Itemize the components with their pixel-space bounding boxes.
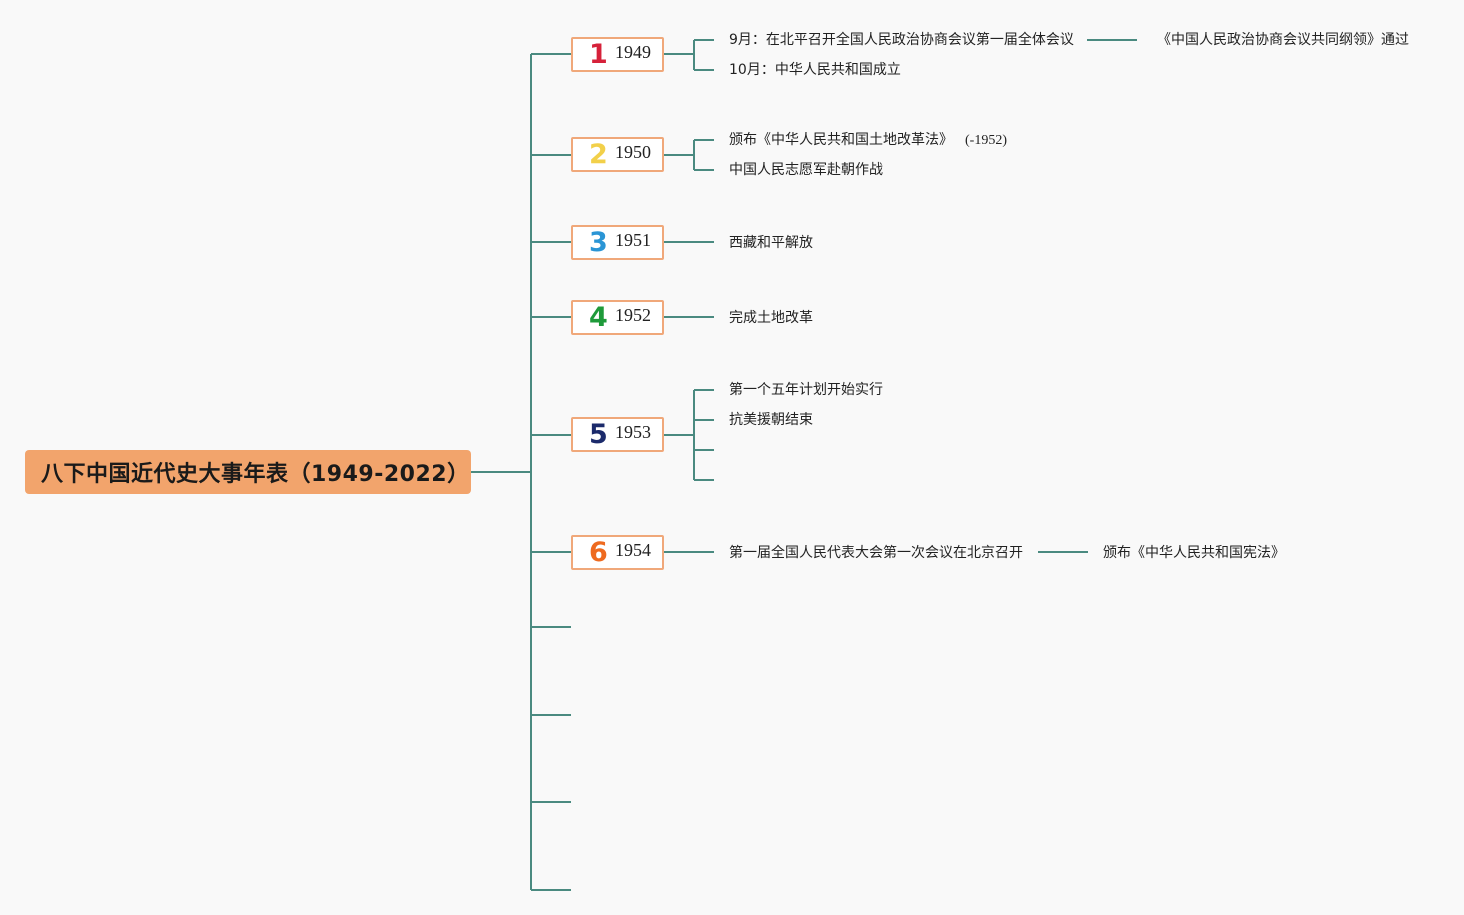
year-node-1949[interactable]: 1 1949 bbox=[571, 37, 664, 72]
year-label: 1951 bbox=[615, 230, 651, 250]
event-text: 颁布《中华人民共和国土地改革法》 bbox=[729, 132, 953, 148]
year-node-1953[interactable]: 5 1953 bbox=[571, 417, 664, 452]
year-node-1952[interactable]: 4 1952 bbox=[571, 300, 664, 335]
event-1949-common-program[interactable]: 《中国人民政治协商会议共同纲领》通过 bbox=[1157, 32, 1409, 48]
number-4-badge: 4 bbox=[589, 302, 608, 333]
year-label: 1954 bbox=[615, 540, 651, 560]
number-2-badge: 2 bbox=[589, 139, 608, 170]
event-note: (-1952) bbox=[965, 133, 1007, 148]
number-3-badge: 3 bbox=[589, 227, 608, 258]
root-title[interactable]: 八下中国近代史大事年表（1949-2022） bbox=[25, 450, 471, 494]
year-node-1950[interactable]: 2 1950 bbox=[571, 137, 664, 172]
event-1953-five-year-plan[interactable]: 第一个五年计划开始实行 bbox=[729, 382, 883, 398]
year-node-1951[interactable]: 3 1951 bbox=[571, 225, 664, 260]
event-1954-constitution[interactable]: 颁布《中华人民共和国宪法》 bbox=[1103, 545, 1285, 561]
event-1951-tibet[interactable]: 西藏和平解放 bbox=[729, 235, 813, 251]
event-1949-cppcc[interactable]: 9月：在北平召开全国人民政治协商会议第一届全体会议 bbox=[729, 32, 1074, 48]
number-5-badge: 5 bbox=[589, 419, 608, 450]
number-1-badge: 1 bbox=[589, 39, 608, 70]
year-label: 1953 bbox=[615, 422, 651, 442]
event-1954-npc[interactable]: 第一届全国人民代表大会第一次会议在北京召开 bbox=[729, 545, 1023, 561]
event-1953-korean-war-end[interactable]: 抗美援朝结束 bbox=[729, 412, 813, 428]
event-1950-land-reform-law[interactable]: 颁布《中华人民共和国土地改革法》 (-1952) bbox=[729, 132, 1007, 149]
year-node-1954[interactable]: 6 1954 bbox=[571, 535, 664, 570]
event-1949-prc-founded[interactable]: 10月：中华人民共和国成立 bbox=[729, 62, 901, 78]
number-6-badge: 6 bbox=[589, 537, 608, 568]
event-1952-land-reform-complete[interactable]: 完成土地改革 bbox=[729, 310, 813, 326]
year-label: 1952 bbox=[615, 305, 651, 325]
event-1950-volunteers[interactable]: 中国人民志愿军赴朝作战 bbox=[729, 162, 883, 178]
year-label: 1949 bbox=[615, 42, 651, 62]
year-label: 1950 bbox=[615, 142, 651, 162]
